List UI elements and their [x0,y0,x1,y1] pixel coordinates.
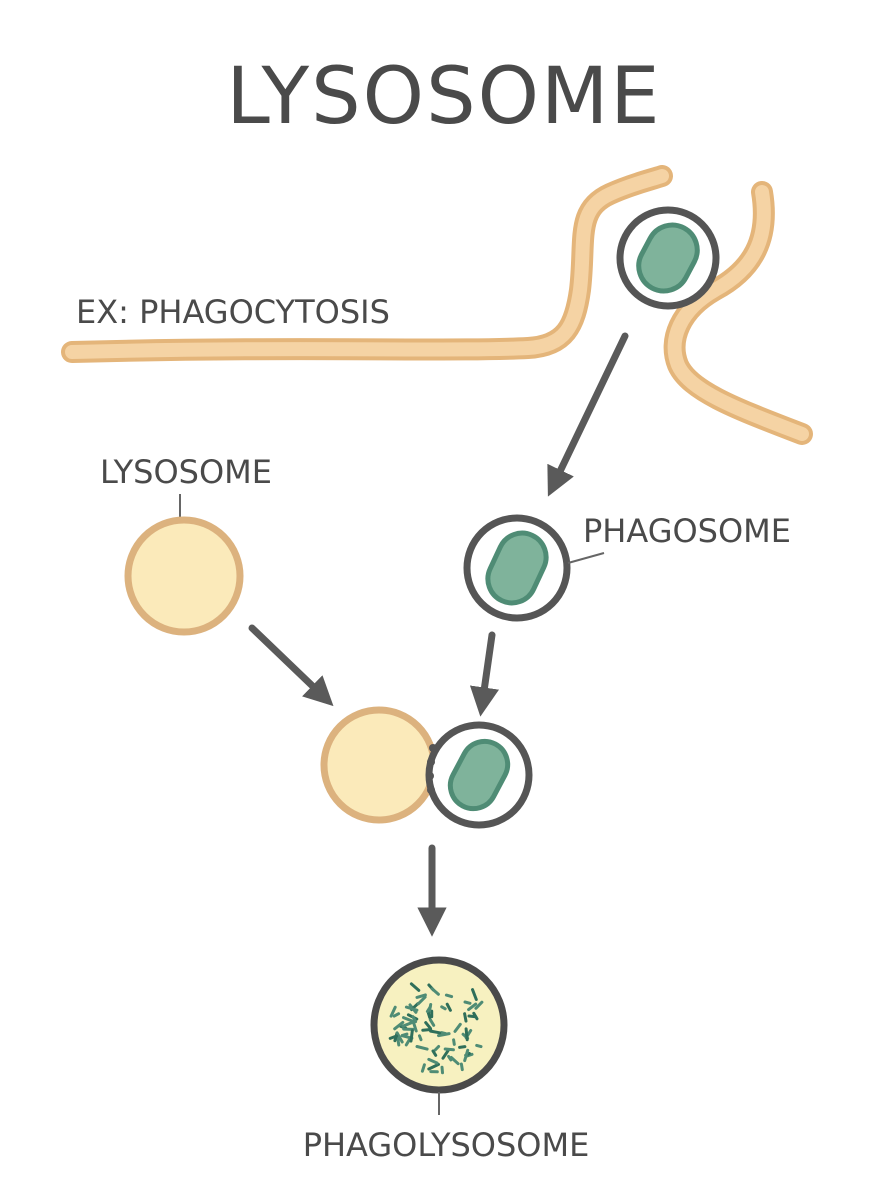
debris-fragment [433,1045,441,1052]
debris-fragment [430,987,440,996]
debris-fragment [395,1031,404,1044]
debris-fragment [440,1031,447,1036]
debris-fragment [453,1022,462,1033]
lysosome-label: LYSOSOME [100,453,272,491]
debris-fragment [445,1002,452,1012]
debris-fragment [441,1049,450,1060]
debris-fragment [393,1020,405,1031]
debris-fragment [463,1000,472,1005]
phagosome-leader-line [567,552,605,564]
debris-fragment [400,1032,409,1037]
debris-fragment [440,1065,444,1075]
fusion-pores [426,744,437,794]
debris-fragment [429,1029,442,1035]
debris-fragment [440,1005,447,1011]
debris-fragment [459,1062,464,1072]
example-label: EX: PHAGOCYTOSIS [76,293,390,331]
debris-fragment [443,1047,455,1052]
debris-fragment [463,1048,470,1063]
debris-fragment [411,1015,418,1024]
debris-fragment [428,1018,436,1027]
bacterium-2 [485,530,549,606]
debris-fragment [424,1021,432,1030]
cell-membrane [61,165,813,445]
debris-fragment [415,1045,429,1051]
bacterium-1 [636,222,700,294]
debris-fragment [388,1034,399,1040]
diagram-title: LYSOSOME [226,52,661,142]
debris-fragment [404,1005,419,1012]
debris-fragment [389,1005,397,1018]
fusing-lysosome [320,706,438,824]
debris-fragment [402,1016,415,1023]
debris-fragment [463,1012,468,1023]
debris-fragment [449,1056,460,1066]
arrow-to-phagosome [547,332,629,497]
engulfing-vesicle [616,206,720,310]
debris-fragment [412,1022,418,1033]
arrow-phagosome-to-fusion [469,631,500,717]
debris-fragment [409,1029,414,1043]
debris-fragment [452,1038,456,1046]
debris-fragment [409,982,421,992]
debris-fragment [420,1063,426,1073]
debris-fragment [444,993,454,999]
debris-fragment [401,1021,413,1028]
phagolysosome-label: PHAGOLYSOSOME [303,1126,590,1164]
debris-fragment [447,1054,453,1062]
debris-fragment [418,1034,423,1042]
arrow-lysosome-to-fusion [248,624,334,707]
phagosome-label: PHAGOSOME [583,512,791,550]
debris-fragment [471,988,478,1001]
debris-fragment [425,1005,432,1013]
debris-fragment [427,1057,439,1065]
debris-fragment [458,1045,467,1049]
debris-fragment [474,1000,484,1010]
debris-fragment [404,1038,411,1047]
debris-fragment [475,1043,483,1049]
digested-debris [388,982,484,1075]
debris-fragment [431,1049,438,1057]
phagosome [463,514,571,622]
debris-fragment [427,1062,440,1071]
fusion-stage [320,706,533,829]
debris-fragment [426,1011,432,1019]
debris-fragment [467,1002,478,1012]
debris-fragment [421,1028,433,1032]
debris-fragment [396,1036,401,1047]
phagolysosome [370,956,508,1094]
bacterium-3 [447,738,511,812]
debris-fragment [416,995,427,1006]
lysosome [124,516,244,636]
debris-fragment [415,993,427,999]
debris-fragment [464,1027,469,1042]
debris-fragment [472,1011,479,1021]
debris-fragment [392,1012,401,1018]
